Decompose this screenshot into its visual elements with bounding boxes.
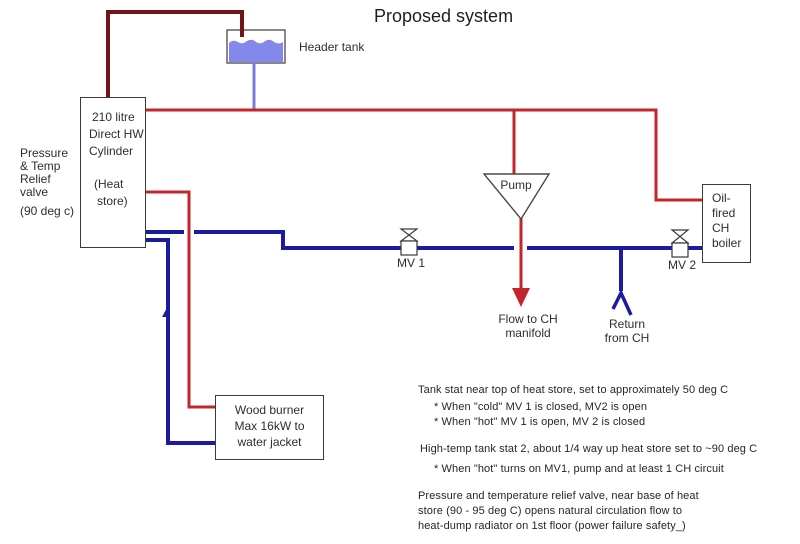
page-title: Proposed system	[374, 6, 514, 26]
header-tank-water	[229, 39, 283, 62]
pump-icon	[482, 173, 551, 221]
boiler-line1: Oil-	[712, 191, 731, 205]
return-from-ch-line2: from CH	[604, 331, 650, 345]
note-tank-stat: Tank stat near top of heat store, set to…	[418, 384, 729, 396]
ch-return-chevron-icon	[611, 288, 633, 316]
mv1-valve-icon	[399, 228, 419, 242]
header-tank-label: Header tank	[299, 40, 365, 54]
cylinder-line2: Direct HW	[89, 127, 144, 141]
vent-pipe	[106, 10, 244, 97]
boiler-line2: fired	[712, 206, 736, 220]
mv2-label: MV 2	[668, 258, 697, 272]
note-relief-3: heat-dump radiator on 1st floor (power f…	[418, 520, 686, 532]
flow-to-ch-label: Flow to CH manifold	[488, 312, 568, 340]
boiler-box: Oil- fired CH boiler	[702, 184, 751, 263]
hot-pipes	[145, 108, 702, 409]
boiler-line4: boiler	[712, 236, 742, 250]
return-from-ch-line1: Return	[608, 317, 646, 331]
note-relief-2: store (90 - 95 deg C) opens natural circ…	[418, 505, 683, 517]
return-flow-marker	[162, 306, 168, 317]
cylinder-line1: 210 litre	[92, 110, 135, 124]
return-flow-marker-icon	[162, 306, 168, 317]
hot-main-pipe	[145, 108, 702, 202]
boiler-line3: CH	[712, 221, 730, 235]
note-high-temp-stat: High-temp tank stat 2, about 1/4 way up …	[420, 443, 758, 455]
flow-arrow	[512, 288, 530, 307]
wood-burner-box: Wood burner Max 16kW to water jacket	[215, 395, 324, 460]
note-relief-1: Pressure and temperature relief valve, n…	[418, 490, 699, 502]
relief-valve-line4: valve	[20, 185, 49, 199]
flow-arrow-head-icon	[512, 288, 530, 307]
return-pipes	[145, 230, 702, 445]
note-when-cold: * When "cold" MV 1 is closed, MV2 is ope…	[434, 401, 648, 413]
relief-valve-line3: Relief	[20, 172, 51, 186]
cylinder-line3: Cylinder	[89, 144, 134, 158]
cylinder-line4: (Heat	[94, 177, 124, 191]
relief-valve-line5: (90 deg c)	[20, 204, 75, 218]
mv1-valve-body	[400, 240, 418, 256]
return-from-ch-label: Return from CH	[593, 317, 661, 345]
note-when-hot: * When "hot" MV 1 is open, MV 2 is close…	[434, 416, 646, 428]
mv2-valve-icon	[670, 229, 690, 244]
wood-burner-flow-pipe	[145, 190, 215, 409]
valves	[399, 228, 690, 258]
header-tank	[226, 29, 286, 64]
wood-burner-return-pipe	[145, 238, 215, 445]
mv2-valve-body	[671, 242, 689, 258]
note-when-hot-2: * When "hot" turns on MV1, pump and at l…	[434, 463, 724, 475]
relief-valve-label: Pressure & Temp Relief valve (90 deg c)	[20, 147, 74, 218]
flow-to-ch-line2: manifold	[505, 326, 551, 340]
relief-valve-line2: & Temp	[20, 159, 61, 173]
relief-valve-line1: Pressure	[20, 146, 69, 160]
cylinder-line5: store)	[97, 194, 128, 208]
cylinder-box: 210 litre Direct HW Cylinder (Heat store…	[80, 97, 146, 248]
return-pipe-seg2	[194, 230, 514, 250]
wood-burner-line2: Max 16kW to	[234, 419, 305, 433]
flow-to-ch-line1: Flow to CH	[498, 312, 558, 326]
wood-burner-line1: Wood burner	[234, 403, 305, 417]
wood-burner-line3: water jacket	[237, 435, 302, 449]
vent-pipe-path	[106, 10, 244, 97]
mv1-label: MV 1	[397, 256, 426, 270]
pump-label: Pump	[500, 178, 532, 192]
